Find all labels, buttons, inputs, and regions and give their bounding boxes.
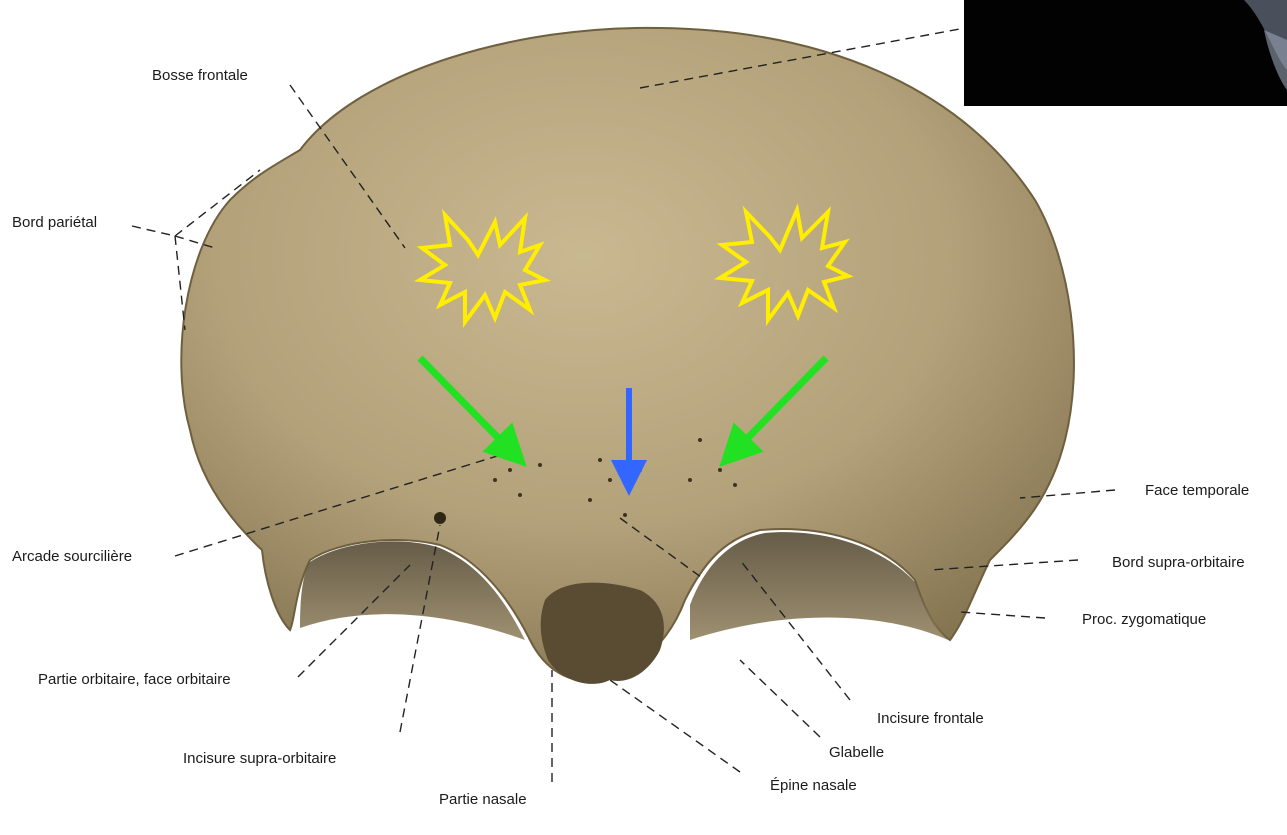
supra-orbital-notch	[434, 512, 446, 524]
label-incisure-frontale: Incisure frontale	[877, 710, 984, 727]
label-bosse-frontale: Bosse frontale	[152, 67, 248, 84]
label-partie-orbitaire: Partie orbitaire, face orbitaire	[38, 671, 231, 688]
label-bord-parietal: Bord pariétal	[12, 214, 97, 231]
inset-image	[964, 0, 1287, 106]
label-partie-nasale: Partie nasale	[439, 791, 527, 808]
label-face-temporale: Face temporale	[1145, 482, 1249, 499]
inset-graphic	[964, 0, 1287, 106]
label-arcade-sourciliere: Arcade sourcilière	[12, 548, 132, 565]
nasal-spine	[541, 583, 664, 684]
label-glabelle: Glabelle	[829, 744, 884, 761]
label-epine-nasale: Épine nasale	[770, 777, 857, 794]
label-incisure-supra-orbitaire: Incisure supra-orbitaire	[183, 750, 336, 767]
label-proc-zygomatique: Proc. zygomatique	[1082, 611, 1206, 628]
label-bord-supra-orbitaire: Bord supra-orbitaire	[1112, 554, 1245, 571]
